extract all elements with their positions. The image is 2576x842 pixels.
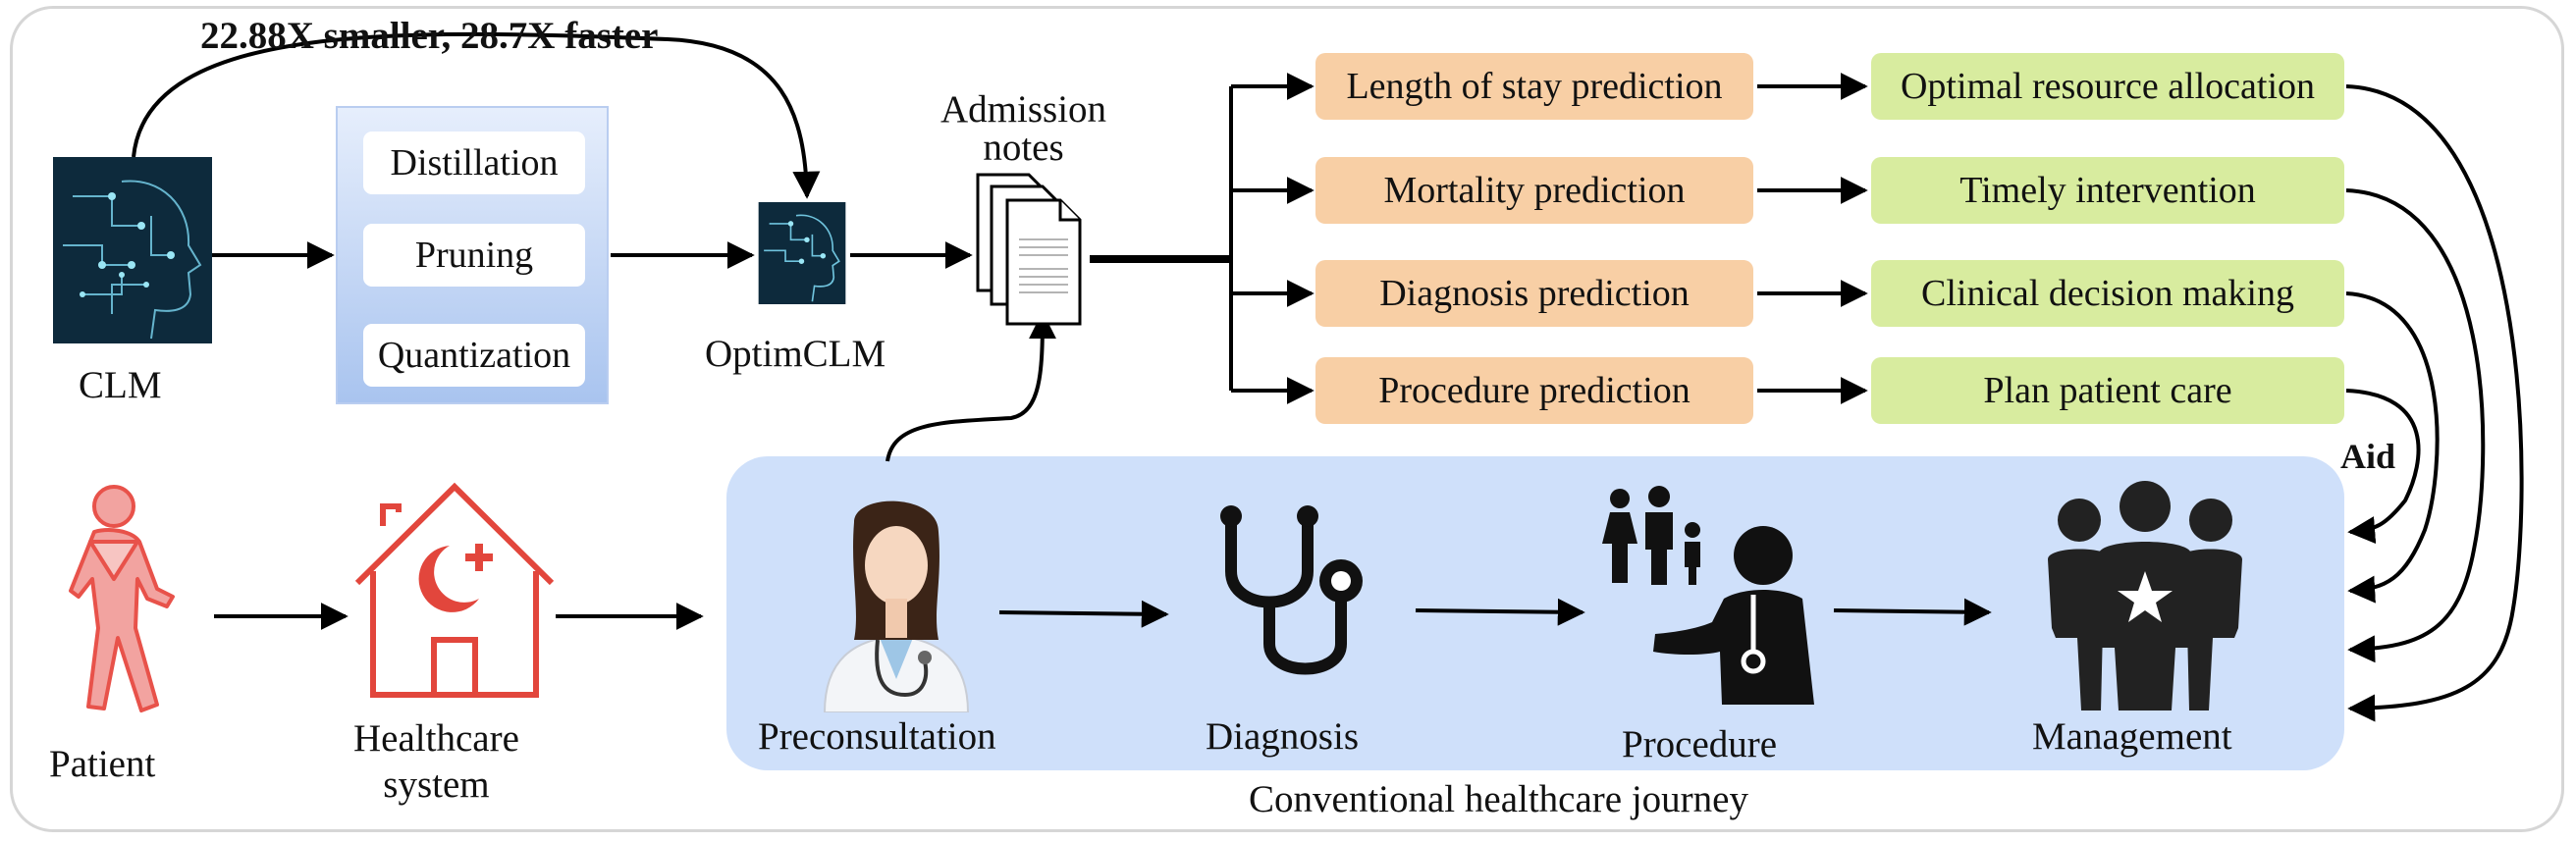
- admission-label-line-2: notes: [983, 127, 1064, 169]
- clinical-decision-box: Clinical decision making: [1871, 260, 2344, 327]
- stethoscope-icon: [1220, 505, 1363, 675]
- pruning-item: Pruning: [363, 224, 585, 287]
- mortality-prediction-box: Mortality prediction: [1315, 157, 1753, 224]
- admission-notes-label: Admission notes: [940, 90, 1106, 167]
- clm-head-icon: [53, 157, 212, 343]
- aid-label: Aid: [2340, 437, 2396, 476]
- healthcare-label-line-2: system: [383, 763, 490, 806]
- figure-frame: [10, 6, 2564, 832]
- healthcare-house-icon: [354, 482, 555, 698]
- optimclm-label: OptimCLM: [705, 333, 886, 375]
- procedure-family-doctor-icon: [1602, 486, 1814, 705]
- optimclm-head-icon: [758, 202, 846, 304]
- management-team-icon: [2048, 481, 2242, 710]
- diagnosis-label: Diagnosis: [1206, 715, 1359, 758]
- plan-patient-care-box: Plan patient care: [1871, 357, 2344, 424]
- distillation-item: Distillation: [363, 132, 585, 194]
- healthcare-label-line-1: Healthcare: [353, 717, 519, 760]
- document-stack-icon: [976, 173, 1082, 326]
- healthcare-label: Healthcare system: [353, 716, 519, 809]
- procedure-label: Procedure: [1622, 723, 1778, 765]
- preconsultation-label: Preconsultation: [758, 715, 996, 758]
- resource-allocation-box: Optimal resource allocation: [1871, 53, 2344, 120]
- procedure-prediction-box: Procedure prediction: [1315, 357, 1753, 424]
- clm-label: CLM: [79, 364, 162, 406]
- speedup-caption: 22.88X smaller, 28.7X faster: [200, 15, 659, 57]
- quantization-item: Quantization: [363, 324, 585, 387]
- journey-caption: Conventional healthcare journey: [1249, 778, 1748, 820]
- timely-intervention-box: Timely intervention: [1871, 157, 2344, 224]
- patient-label: Patient: [49, 743, 156, 785]
- length-of-stay-prediction-box: Length of stay prediction: [1315, 53, 1753, 120]
- management-label: Management: [2032, 715, 2232, 758]
- admission-label-line-1: Admission: [940, 88, 1107, 131]
- doctor-icon: [823, 500, 970, 712]
- patient-icon: [69, 485, 175, 712]
- diagnosis-prediction-box: Diagnosis prediction: [1315, 260, 1753, 327]
